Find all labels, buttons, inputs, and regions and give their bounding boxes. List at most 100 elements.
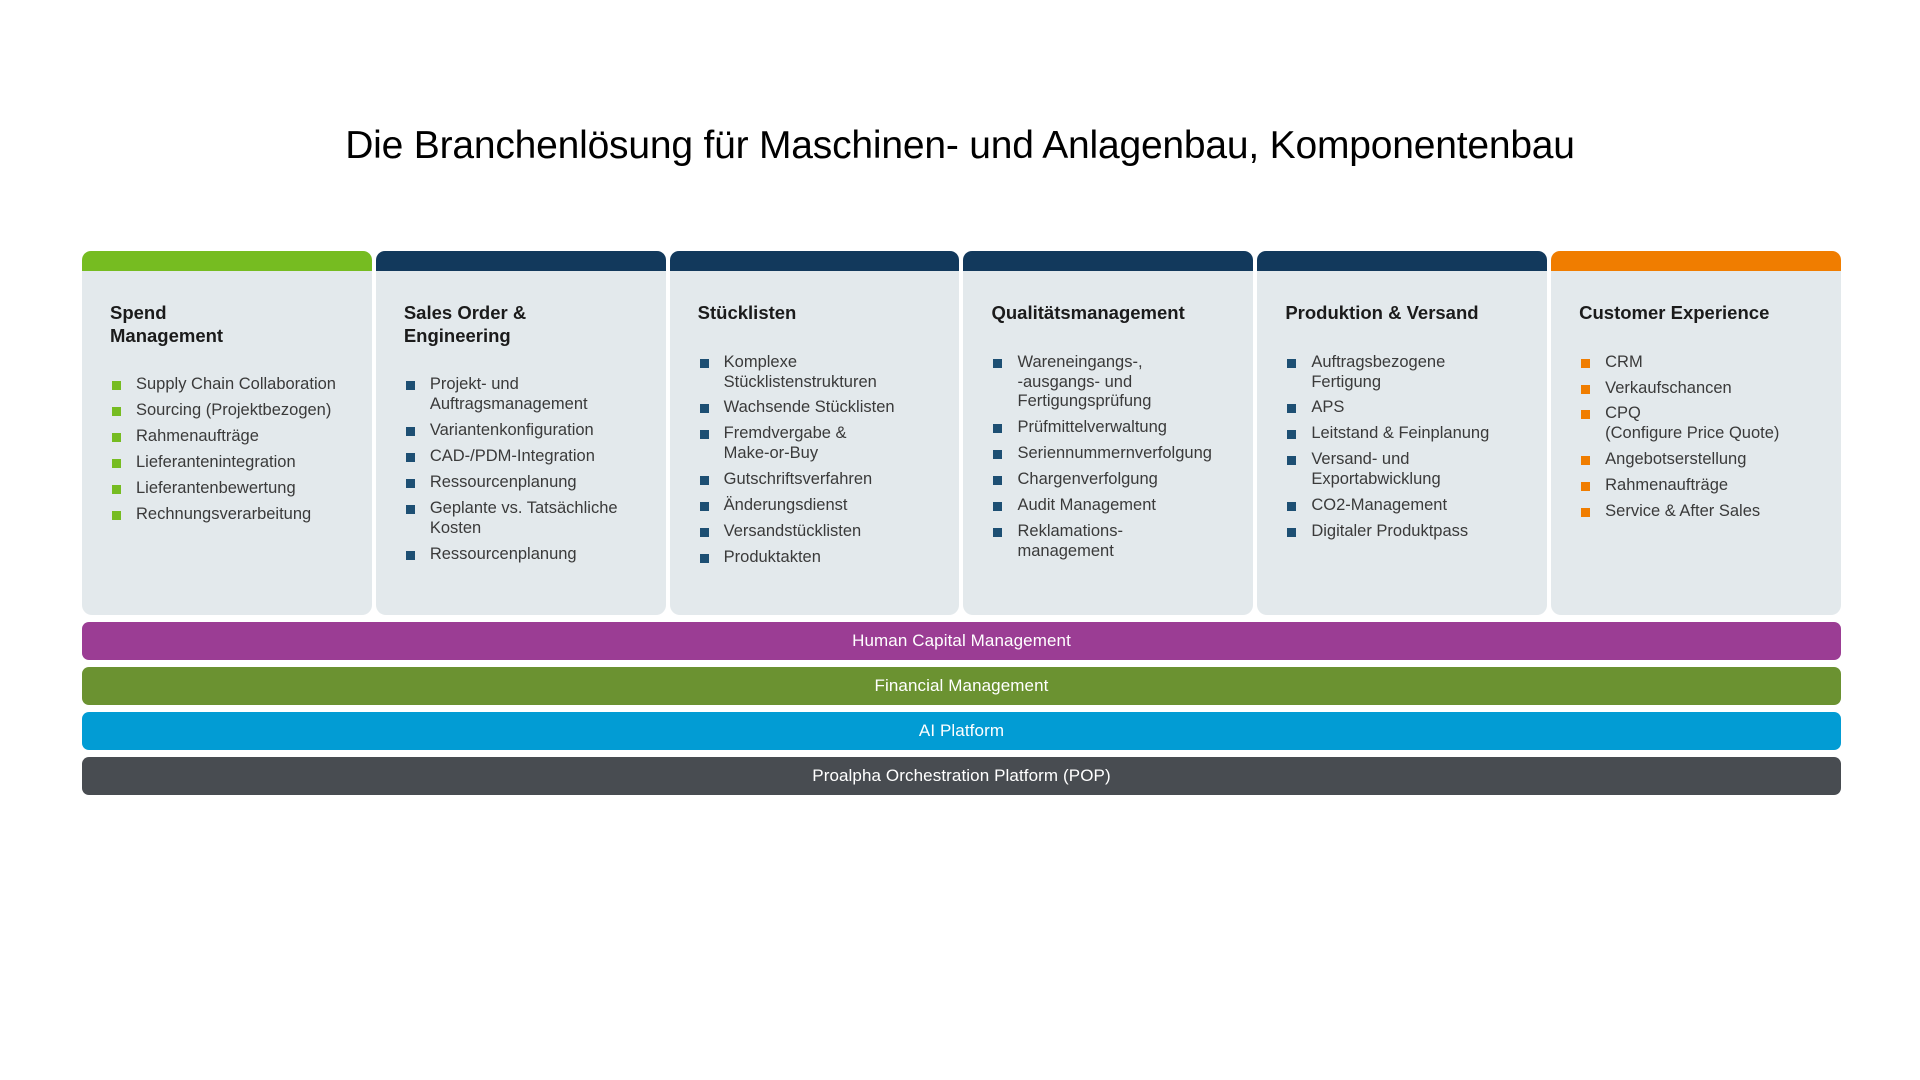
square-bullet-icon [1287, 404, 1297, 414]
list-item: Ressourcenplanung [404, 473, 650, 493]
square-bullet-icon [993, 528, 1003, 538]
square-bullet-icon [699, 528, 709, 538]
list-item: Seriennummernverfolgung [991, 444, 1237, 464]
list-item: Lieferantenbewertung [110, 479, 356, 499]
list-item: Variantenkonfiguration [404, 421, 650, 441]
square-bullet-icon [699, 430, 709, 440]
list-item: CRM [1579, 353, 1825, 373]
list-item-label: Lieferantenbewertung [136, 478, 296, 497]
list-item-label: Service & After Sales [1605, 502, 1761, 521]
list-item: CO2-Management [1285, 496, 1531, 516]
platform-bar-label: AI Platform [918, 721, 1005, 740]
list-item: Rahmenaufträge [1579, 476, 1825, 496]
square-bullet-icon [993, 424, 1003, 434]
square-bullet-icon [1287, 456, 1297, 466]
list-item: Audit Management [991, 496, 1237, 516]
square-bullet-icon [112, 407, 121, 417]
list-item: Komplexe Stücklistenstrukturen [698, 353, 944, 393]
square-bullet-icon [993, 502, 1003, 512]
list-item-label: Chargenverfolgung [1017, 470, 1158, 489]
pillar-accent-bar [1551, 251, 1841, 271]
pillar-accent-bar [375, 251, 666, 271]
list-item-label: Geplante vs. Tatsächliche Kosten [429, 498, 618, 537]
list-item: Verkaufschancen [1579, 379, 1825, 399]
list-item-label: Fremdvergabe & Make-or-Buy [723, 424, 847, 463]
square-bullet-icon [699, 502, 709, 512]
list-item-label: Verkaufschancen [1605, 378, 1732, 397]
square-bullet-icon [699, 554, 709, 564]
list-item-label: Sourcing (Projektbezogen) [136, 401, 332, 420]
square-bullet-icon [405, 381, 415, 391]
square-bullet-icon [112, 381, 121, 391]
platform-bar-proalpha-orchestration-platform[interactable]: Proalpha Orchestration Platform (POP) [82, 757, 1841, 795]
pillar-title: Sales Order & Engineering [403, 302, 527, 346]
square-bullet-icon [405, 427, 415, 437]
pillar-accent-bar [963, 251, 1254, 271]
list-item-label: Wareneingangs-, -ausgangs- und Fertigung… [1017, 352, 1152, 411]
list-item-label: Ressourcenplanung [429, 544, 577, 563]
square-bullet-icon [1287, 358, 1297, 368]
square-bullet-icon [993, 476, 1003, 486]
list-item-label: CAD-/PDM-Integration [429, 446, 595, 465]
list-item: Service & After Sales [1579, 502, 1825, 522]
list-item: Versandstücklisten [698, 522, 944, 542]
platform-bar-financial-management[interactable]: Financial Management [82, 667, 1841, 705]
list-item: Sourcing (Projektbezogen) [110, 401, 356, 421]
list-item-label: Prüfmittelverwaltung [1017, 418, 1167, 437]
square-bullet-icon [1581, 410, 1591, 420]
list-item-label: Änderungsdienst [723, 496, 848, 515]
list-item: Prüfmittelverwaltung [991, 418, 1237, 438]
list-item: Rechnungsverarbeitung [110, 505, 356, 525]
list-item-label: Auftragsbezogene Fertigung [1311, 352, 1446, 391]
list-item-label: Projekt- und Auftragsmanagement [429, 375, 588, 414]
list-item-label: Rahmenaufträge [136, 427, 259, 446]
square-bullet-icon [1287, 528, 1297, 538]
square-bullet-icon [405, 550, 415, 560]
list-item: Supply Chain Collaboration [110, 375, 356, 395]
square-bullet-icon [1581, 508, 1591, 518]
list-item-label: Seriennummernverfolgung [1017, 444, 1212, 463]
square-bullet-icon [993, 450, 1003, 460]
list-item: CAD-/PDM-Integration [404, 447, 650, 467]
list-item-label: Wachsende Stücklisten [723, 398, 895, 417]
list-item-label: APS [1311, 398, 1345, 417]
square-bullet-icon [1581, 456, 1591, 466]
pillar-accent-bar [82, 251, 372, 271]
page-title: Die Branchenlösung für Maschinen- und An… [345, 124, 1575, 167]
list-item: Produktakten [698, 548, 944, 568]
pillar-title: Stücklisten [697, 302, 797, 323]
platform-bar-human-capital-management[interactable]: Human Capital Management [82, 622, 1841, 660]
list-item: Angebotserstellung [1579, 450, 1825, 470]
list-item-label: CRM [1605, 352, 1643, 371]
list-item: Auftragsbezogene Fertigung [1285, 353, 1531, 393]
list-item-label: Komplexe Stücklistenstrukturen [723, 352, 877, 391]
list-item: Lieferantenintegration [110, 453, 356, 473]
square-bullet-icon [112, 458, 121, 468]
square-bullet-icon [112, 433, 121, 443]
square-bullet-icon [699, 476, 709, 486]
platform-bar-ai-platform[interactable]: AI Platform [82, 712, 1841, 750]
platform-bar-label: Proalpha Orchestration Platform (POP) [812, 766, 1111, 785]
list-item: Wachsende Stücklisten [698, 398, 944, 418]
list-item-label: Gutschriftsverfahren [723, 470, 873, 489]
list-item: APS [1285, 398, 1531, 418]
list-item-label: Rahmenaufträge [1605, 476, 1729, 495]
list-item-label: Supply Chain Collaboration [136, 375, 336, 394]
